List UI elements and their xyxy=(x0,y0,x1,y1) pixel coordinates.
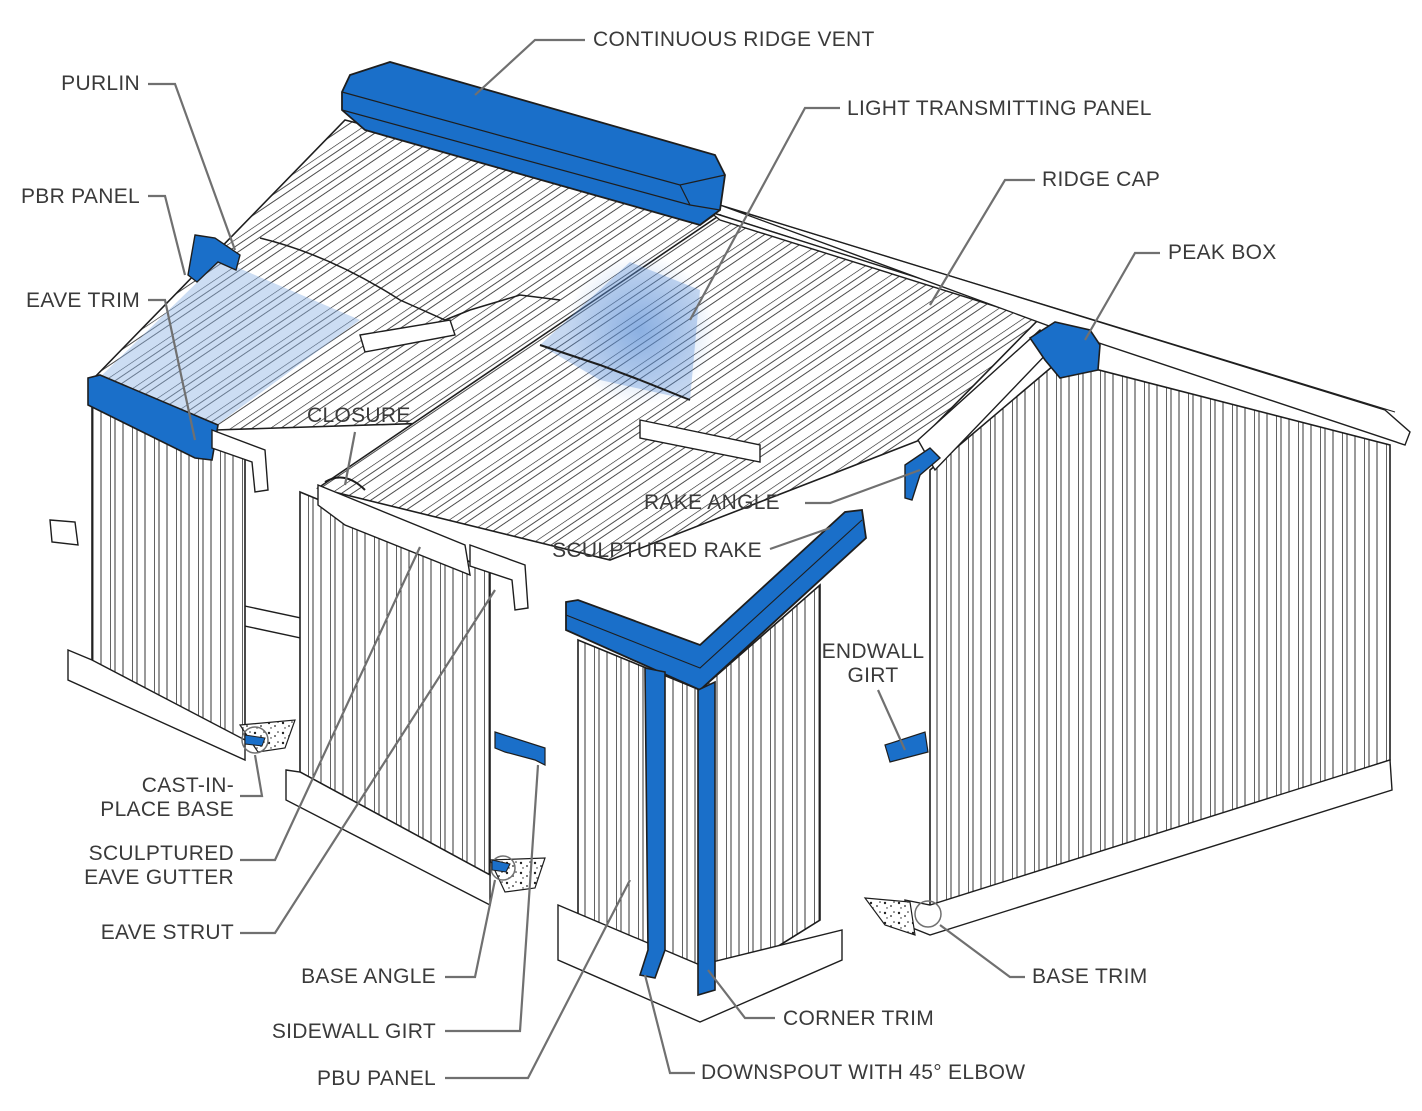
label-eave-trim: EAVE TRIM xyxy=(26,289,140,312)
label-purlin: PURLIN xyxy=(61,72,140,95)
eave-trim-shape xyxy=(87,374,219,461)
label-sidewall-girt: SIDEWALL GIRT xyxy=(271,1020,436,1043)
label-corner-trim: CORNER TRIM xyxy=(783,1007,935,1030)
left-eave-strut-shape xyxy=(211,428,269,493)
middle-sidewall xyxy=(285,476,546,907)
label-pbu-panel: PBU PANEL xyxy=(316,1067,436,1090)
label-base-angle: BASE ANGLE xyxy=(301,965,436,988)
label-endwall-girt: ENDWALL GIRT xyxy=(821,640,925,687)
leader-lines xyxy=(148,38,1160,1080)
label-base-trim: BASE TRIM xyxy=(1032,965,1148,988)
label-closure: CLOSURE xyxy=(307,404,411,427)
label-eave-strut: EAVE STRUT xyxy=(100,921,234,944)
left-sidewall xyxy=(67,398,296,762)
label-ridge-cap: RIDGE CAP xyxy=(1042,168,1161,191)
purlin-blue-piece xyxy=(187,234,241,283)
label-pbr-panel: PBR PANEL xyxy=(20,185,140,208)
label-cast-in-place-base: CAST-IN- PLACE BASE xyxy=(100,774,234,821)
label-downspout-with-45-elbow: DOWNSPOUT WITH 45° ELBOW xyxy=(701,1061,1026,1084)
label-continuous-ridge-vent: CONTINUOUS RIDGE VENT xyxy=(593,28,875,51)
continuous-ridge-vent-shape xyxy=(341,61,726,226)
label-peak-box: PEAK BOX xyxy=(1168,241,1277,264)
purlin-shapes xyxy=(49,319,761,641)
label-light-transmitting-panel: LIGHT TRANSMITTING PANEL xyxy=(847,97,1152,120)
label-sculptured-rake: SCULPTURED RAKE xyxy=(552,539,762,562)
label-rake-angle: RAKE ANGLE xyxy=(643,491,780,514)
light-transmitting-panel-glow xyxy=(565,255,715,405)
middle-roof-panels xyxy=(316,214,1042,561)
front-corner xyxy=(557,509,867,1023)
right-endwall xyxy=(863,321,1393,936)
label-sculptured-eave-gutter: SCULPTURED EAVE GUTTER xyxy=(84,842,234,889)
